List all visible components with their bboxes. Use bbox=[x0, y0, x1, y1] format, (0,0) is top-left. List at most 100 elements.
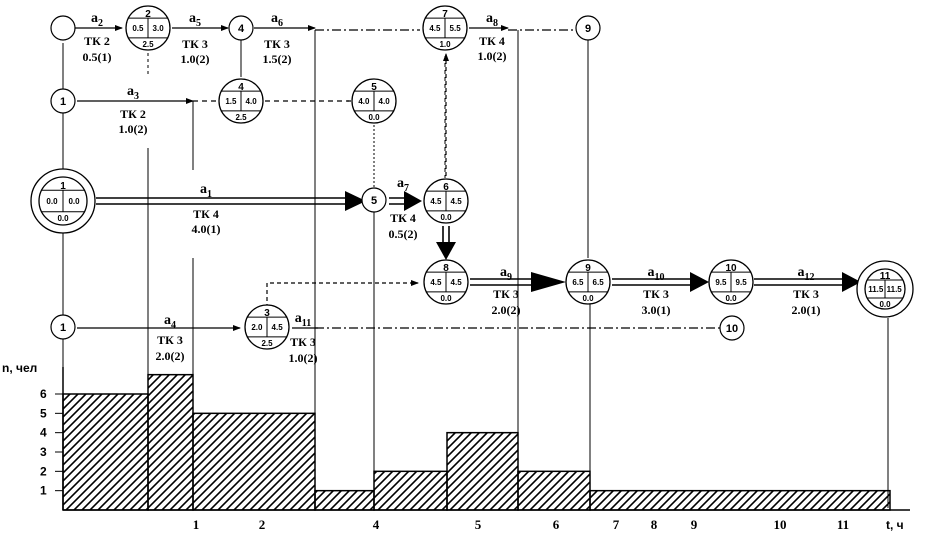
histogram-bar bbox=[192, 412, 316, 511]
event-number: 8 bbox=[443, 263, 449, 274]
activity-arrows bbox=[75, 25, 861, 331]
x-tick-label: 9 bbox=[691, 517, 698, 532]
histogram-bar bbox=[147, 373, 194, 511]
y-tick-label: 3 bbox=[40, 445, 47, 459]
event-marker bbox=[50, 15, 76, 41]
y-tick-label: 2 bbox=[40, 464, 47, 478]
svg-text:1: 1 bbox=[60, 322, 66, 334]
activity-team: ТК 3 bbox=[157, 333, 183, 347]
event-number: 3 bbox=[264, 308, 270, 319]
activity-duration: 1.0(2) bbox=[181, 52, 210, 66]
event-late: 4.0 bbox=[246, 97, 258, 106]
event-early: 11.5 bbox=[868, 285, 884, 294]
event-marker: 9 bbox=[575, 15, 601, 41]
histogram-bar bbox=[314, 489, 375, 511]
activity-name: a2 bbox=[91, 11, 103, 29]
event-marker: 4 bbox=[228, 15, 254, 41]
event-reserve: 0.0 bbox=[440, 213, 452, 222]
event-late: 11.5 bbox=[887, 285, 903, 294]
event-reserve: 0.0 bbox=[725, 294, 737, 303]
svg-text:10: 10 bbox=[726, 323, 738, 335]
activity-team: ТК 4 bbox=[390, 211, 416, 225]
activity-team: ТК 3 bbox=[182, 37, 208, 51]
event-late: 5.5 bbox=[450, 24, 462, 33]
event-number: 1 bbox=[60, 181, 66, 192]
event-early: 4.5 bbox=[429, 24, 441, 33]
svg-text:9: 9 bbox=[585, 23, 591, 35]
event-reserve: 2.5 bbox=[261, 339, 273, 348]
event-reserve: 0.0 bbox=[879, 300, 891, 309]
activity-duration: 2.0(1) bbox=[792, 303, 821, 317]
activity-name: a7 bbox=[397, 176, 409, 194]
activity-duration: 2.0(2) bbox=[156, 349, 185, 363]
event-node: 64.5 4.5 0.0 bbox=[423, 178, 469, 224]
event-late: 4.5 bbox=[451, 197, 463, 206]
activity-duration: 1.0(2) bbox=[289, 351, 318, 365]
activity-name: a10 bbox=[648, 265, 665, 283]
activity-duration: 0.5(1) bbox=[83, 50, 112, 64]
event-number: 10 bbox=[725, 263, 737, 274]
event-reserve: 0.0 bbox=[582, 294, 594, 303]
event-number: 6 bbox=[443, 182, 449, 193]
event-reserve: 2.5 bbox=[235, 113, 247, 122]
activity-label: a2 ТК 2 0.5(1) bbox=[83, 11, 112, 64]
activity-label: a12 ТК 3 2.0(1) bbox=[792, 265, 821, 317]
x-tick-label: 8 bbox=[651, 517, 658, 532]
svg-text:4: 4 bbox=[238, 23, 245, 35]
event-reserve: 0.0 bbox=[368, 113, 380, 122]
activity-duration: 2.0(2) bbox=[492, 303, 521, 317]
histogram-bar bbox=[589, 489, 891, 511]
activity-team: ТК 4 bbox=[193, 207, 219, 221]
event-early: 2.0 bbox=[251, 323, 263, 332]
histogram-bar bbox=[446, 431, 519, 511]
event-late: 4.5 bbox=[272, 323, 284, 332]
y-tick-label: 5 bbox=[40, 406, 47, 420]
activity-team: ТК 3 bbox=[264, 37, 290, 51]
event-node: 32.0 4.5 2.5 bbox=[244, 304, 290, 350]
event-marker: 5 bbox=[361, 187, 387, 213]
event-late: 4.5 bbox=[451, 278, 463, 287]
event-number: 5 bbox=[371, 82, 377, 93]
event-early: 6.5 bbox=[572, 278, 584, 287]
activity-label: a11 ТК 3 1.0(2) bbox=[289, 311, 318, 365]
activity-name: a12 bbox=[798, 265, 815, 283]
event-early: 4.5 bbox=[430, 197, 442, 206]
x-tick-label: 7 bbox=[613, 517, 620, 532]
x-tick-label: 4 bbox=[373, 517, 380, 532]
activity-duration: 1.5(2) bbox=[263, 52, 292, 66]
event-reserve: 0.0 bbox=[57, 214, 69, 223]
activity-name: a9 bbox=[500, 265, 512, 283]
activity-team: ТК 3 bbox=[793, 287, 819, 301]
event-number: 11 bbox=[880, 271, 891, 282]
activity-name: a5 bbox=[189, 11, 201, 29]
activity-team: ТК 2 bbox=[120, 107, 146, 121]
event-marker: 1 bbox=[50, 314, 76, 340]
event-early: 9.5 bbox=[715, 278, 727, 287]
x-tick-label: 1 bbox=[193, 517, 200, 532]
event-marker: 10 bbox=[719, 315, 745, 341]
event-early: 0.5 bbox=[132, 24, 144, 33]
axes bbox=[62, 367, 910, 511]
y-tick-label: 1 bbox=[40, 484, 47, 498]
activity-team: ТК 2 bbox=[84, 34, 110, 48]
activity-team: ТК 3 bbox=[290, 335, 316, 349]
y-tick-label: 4 bbox=[40, 426, 47, 440]
histogram-bar bbox=[62, 393, 149, 511]
activity-team: ТК 3 bbox=[643, 287, 669, 301]
activity-name: a11 bbox=[295, 311, 311, 329]
event-early: 4.0 bbox=[358, 97, 370, 106]
